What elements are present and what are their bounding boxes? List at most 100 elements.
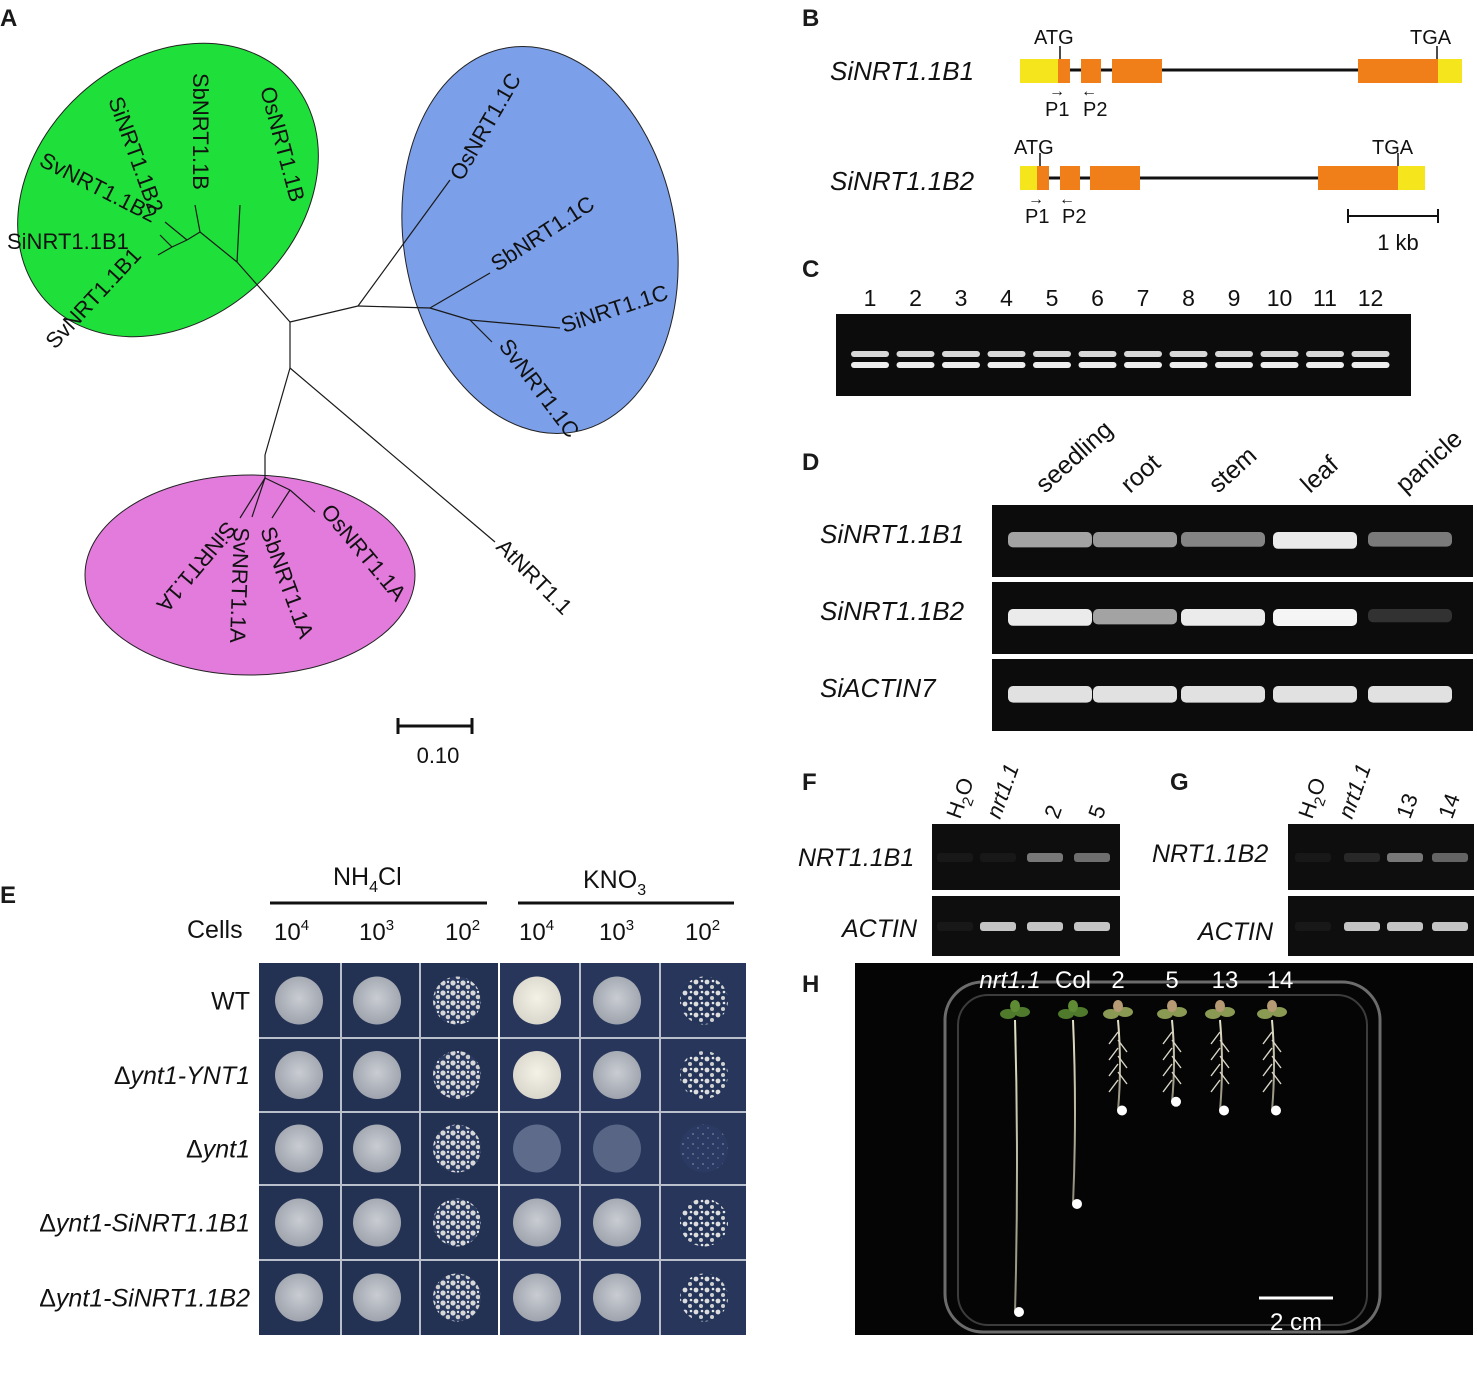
gel-c-band-upper [1033, 351, 1071, 357]
yeast-spots [275, 976, 728, 1322]
gel-c-band-upper [1215, 351, 1253, 357]
seedling-lateral-root [1108, 1047, 1119, 1061]
gene2-p2-label: P2 [1062, 206, 1086, 228]
plate-grid [259, 963, 746, 1335]
tissue-band [1368, 609, 1452, 623]
gene1-name: SiNRT1.1B1 [830, 56, 974, 86]
gene2-name: SiNRT1.1B2 [830, 166, 975, 196]
gene2-exon2 [1060, 166, 1080, 190]
yeast-spot [275, 1051, 323, 1099]
dilution-label: 104 [274, 917, 309, 946]
dilution-label: 102 [445, 917, 480, 946]
seedling-lateral-root [1210, 1079, 1221, 1093]
yeast-spot [433, 1273, 481, 1322]
seedling-leaf [1257, 1009, 1273, 1019]
clade-a-ellipse [84, 474, 416, 676]
yeast-spot [353, 1051, 401, 1099]
gene1-p1-label: P1 [1045, 99, 1069, 121]
g-line-13-label: 13 [1391, 790, 1423, 822]
panel-g: G H2O nrt1.1 13 14 NRT1.1B2 ACTIN [1152, 760, 1474, 956]
seedling-leaf [1267, 1000, 1277, 1012]
gel-c-lane-label: 8 [1182, 285, 1195, 311]
root-tip-marker [1117, 1105, 1127, 1116]
dilution-label: 103 [359, 917, 394, 946]
seedling-lateral-root [1117, 1071, 1128, 1085]
rt-pcr-band [1074, 853, 1110, 862]
seedling-lateral-root [1262, 1063, 1273, 1077]
tissue-band [1181, 609, 1265, 626]
seedling-leaf [1103, 1009, 1119, 1019]
rt-pcr-band [1344, 853, 1380, 862]
tissue-band [1273, 532, 1357, 549]
tissue-column-label: root [1115, 449, 1166, 499]
yeast-spot [680, 976, 728, 1025]
rt-pcr-band [1387, 853, 1423, 862]
seedling-lateral-root [1262, 1031, 1273, 1045]
seedling-lateral-root [1210, 1063, 1221, 1077]
kno3-header: KNO3 [583, 866, 646, 899]
gene1-exon1 [1058, 59, 1070, 83]
gel-c-lane-label: 5 [1046, 285, 1059, 311]
yeast-spot [593, 1273, 641, 1322]
root-tip-marker [1219, 1105, 1229, 1116]
panel-letter-d: D [802, 449, 819, 476]
seedling-leaf [1010, 1000, 1020, 1012]
strain-label: Δynt1-SiNRT1.1B2 [39, 1285, 250, 1313]
yeast-spot [513, 1198, 561, 1247]
tissue-row-label: SiNRT1.1B1 [820, 519, 964, 549]
strain-label: WT [211, 988, 250, 1016]
gel-c-band-upper [1169, 351, 1208, 357]
gene2-exon4 [1318, 166, 1398, 190]
seedling-lateral-root [1271, 1071, 1282, 1085]
gel-c-lane-label: 11 [1313, 285, 1337, 311]
seedling-lateral-root [1162, 1063, 1173, 1077]
tissue-column-label: stem [1203, 441, 1262, 498]
f-line-2-label: 2 [1039, 802, 1067, 822]
rt-pcr-band [1074, 922, 1110, 931]
seedling-leaf [1113, 1000, 1123, 1012]
gene1-p1-arrow: → [1049, 83, 1065, 100]
rt-pcr-band [1027, 853, 1063, 862]
yeast-spot [513, 1124, 561, 1173]
seedling-lateral-root [1117, 1039, 1128, 1053]
cells-label: Cells [187, 916, 243, 944]
gene2-exon1 [1037, 166, 1049, 190]
gene-scale-bar: 1 kb [1347, 209, 1439, 255]
gel-c-lane-label: 6 [1091, 285, 1104, 311]
tree-branches [157, 179, 561, 543]
yeast-spot [433, 976, 481, 1025]
tissue-band [1093, 532, 1177, 548]
rt-pcr-band [1344, 922, 1380, 931]
tissue-column-label: seedling [1030, 415, 1118, 498]
f-mutant-label: nrt1.1 [981, 760, 1024, 821]
leaf-svnrt1-1a: SvNRT1.1A [225, 527, 254, 644]
g-row-actin: ACTIN [1196, 918, 1274, 946]
gel-c-band-lower [1306, 362, 1344, 368]
tree-scale-bar: 0.10 [396, 718, 474, 768]
seedling-lateral-root [1171, 1055, 1182, 1069]
panel-letter-e: E [0, 882, 16, 909]
yeast-spot [513, 1051, 561, 1099]
gene2-start-codon: ATG [1014, 137, 1054, 159]
gene2-exon3 [1090, 166, 1140, 190]
gel-c-band-lower [1351, 362, 1390, 368]
yeast-spot [353, 976, 401, 1025]
gel-c-band-lower [851, 362, 889, 368]
rt-pcr-band [1432, 922, 1468, 931]
gel-c-band-lower [987, 362, 1026, 368]
strain-labels: WTΔynt1-YNT1Δynt1Δynt1-SiNRT1.1B1Δynt1-S… [39, 988, 250, 1313]
leaf-atnrt1-1: AtNRT1.1 [491, 534, 577, 620]
gene2-utr5 [1020, 166, 1037, 190]
f-bands [937, 853, 1110, 931]
gel-c-band-lower [1033, 362, 1071, 368]
gene1-utr3 [1438, 59, 1462, 83]
yeast-spot [593, 976, 641, 1025]
g-h2o-label: H2O [1293, 774, 1335, 823]
tissue-band [1181, 532, 1265, 547]
gel-c-band-upper [1351, 351, 1390, 357]
